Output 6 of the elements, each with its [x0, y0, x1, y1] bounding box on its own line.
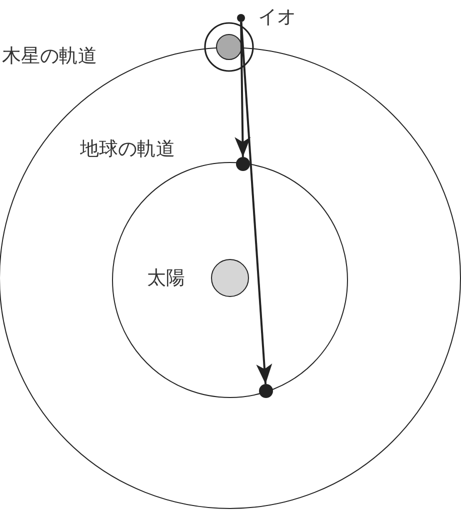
- moon-label: イオ: [258, 5, 296, 30]
- orbit-label: 地球の軌道: [80, 137, 175, 162]
- sun-label: 太陽: [147, 266, 185, 291]
- orbit-label: 木星の軌道: [2, 44, 97, 69]
- arrow: [240, 22, 272, 384]
- arrow: [234, 22, 251, 158]
